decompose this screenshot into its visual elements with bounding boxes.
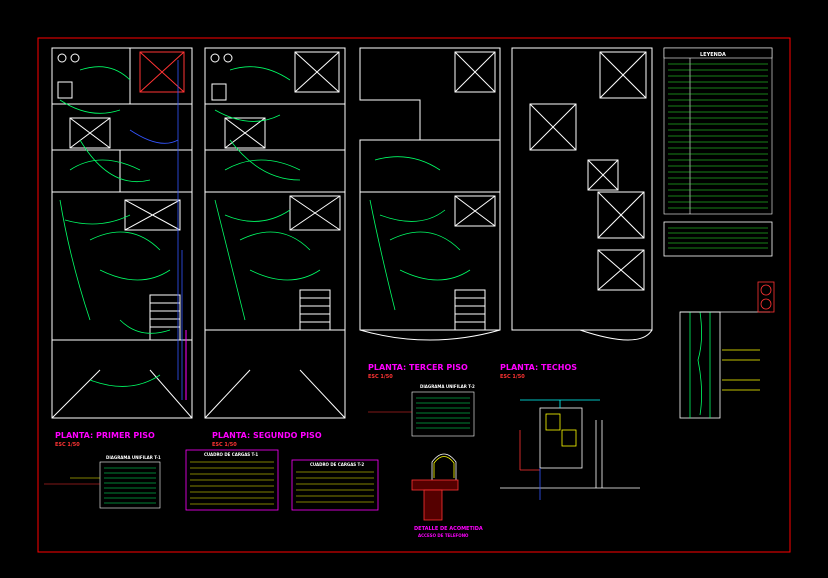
unifilar-2-title: DIAGRAMA UNIFILAR T-2 xyxy=(420,384,475,389)
plan-segundo-piso xyxy=(204,47,346,419)
legend-header: LEYENDA xyxy=(700,52,726,58)
cuadro-cargas-2-title: CUADRO DE CARGAS T-2 xyxy=(310,462,364,467)
plan1-title: PLANTA: PRIMER PISO xyxy=(55,431,155,440)
cuadro-cargas-1-title: CUADRO DE CARGAS T-1 xyxy=(204,452,258,457)
plan3-scale: ESC 1/50 xyxy=(368,374,393,380)
cuadro-cargas-1-rows xyxy=(190,461,274,505)
unifilar-2 xyxy=(368,391,475,437)
plan-tercer-piso xyxy=(359,47,501,341)
plan2-scale: ESC 1/50 xyxy=(212,442,237,448)
plan-tercer-piso-circuits xyxy=(369,156,471,311)
plan-primer-piso-blue xyxy=(129,60,183,400)
plan-segundo-piso-circuits xyxy=(214,66,321,321)
legend-notes-box xyxy=(663,221,773,257)
plan-techos xyxy=(511,47,653,341)
plan2-title: PLANTA: SEGUNDO PISO xyxy=(212,431,322,440)
acometida-subtitle: ACCESO DE TELEFONO xyxy=(418,533,469,538)
legend-notes-lines xyxy=(668,227,768,249)
unifilar-1-rows xyxy=(104,467,156,504)
unifilar-1 xyxy=(44,461,161,509)
cuadro-cargas-2 xyxy=(291,459,379,511)
ground-well-detail xyxy=(679,281,775,419)
elevation-detail xyxy=(500,399,640,500)
sheet-border xyxy=(37,37,791,553)
legend-rows xyxy=(668,63,768,209)
unifilar-2-rows xyxy=(416,397,470,429)
plan-primer-piso-circuits xyxy=(59,66,171,387)
legend-table xyxy=(663,47,773,215)
plan-primer-piso xyxy=(51,47,193,419)
plan4-scale: ESC 1/50 xyxy=(500,374,525,380)
plan3-title: PLANTA: TERCER PISO xyxy=(368,363,468,372)
plan4-title: PLANTA: TECHOS xyxy=(500,363,577,372)
acometida-detail xyxy=(411,453,459,521)
plan1-scale: ESC 1/50 xyxy=(55,442,80,448)
unifilar-1-title: DIAGRAMA UNIFILAR T-1 xyxy=(106,455,161,460)
cuadro-cargas-2-rows xyxy=(296,471,374,503)
cuadro-cargas-1 xyxy=(185,449,279,511)
acometida-title: DETALLE DE ACOMETIDA xyxy=(414,526,483,532)
